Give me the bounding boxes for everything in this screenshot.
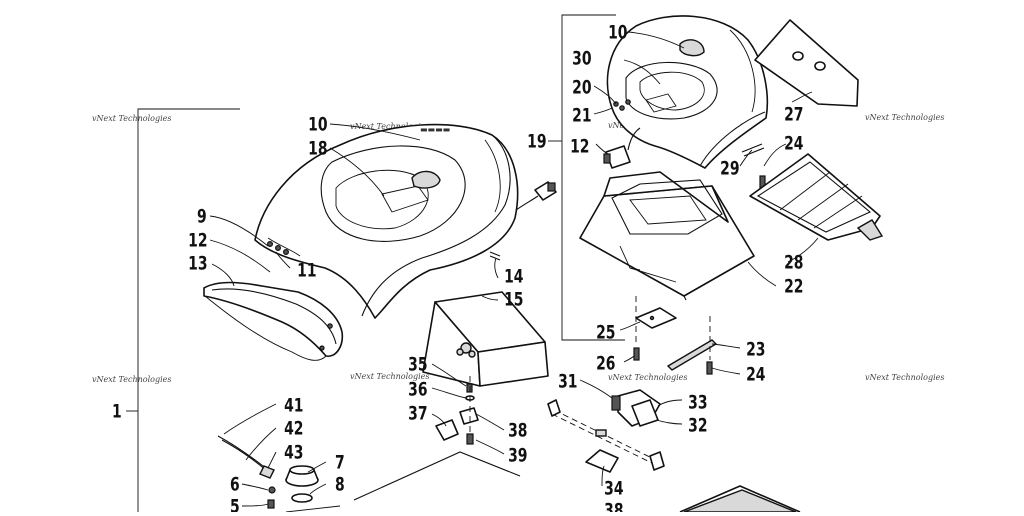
callout-28: 28 bbox=[784, 252, 803, 274]
watermark: vNext Technologies bbox=[350, 122, 429, 131]
callout-41: 41 bbox=[284, 395, 303, 417]
bracket-rear-assembly bbox=[561, 14, 625, 341]
callout-39: 39 bbox=[508, 445, 527, 467]
callout-36: 36 bbox=[408, 379, 427, 401]
watermark: vNext Technologies bbox=[865, 373, 944, 382]
plate-25 bbox=[635, 307, 677, 329]
callout-31: 31 bbox=[558, 371, 577, 393]
svg-text:▬▬▬▬: ▬▬▬▬ bbox=[420, 125, 450, 134]
bracket-main-assembly bbox=[137, 108, 240, 512]
bracket-37 bbox=[435, 419, 459, 441]
callout-37: 37 bbox=[408, 403, 427, 425]
callout-23: 23 bbox=[746, 339, 765, 361]
callout-32: 32 bbox=[688, 415, 707, 437]
fuel-cap bbox=[285, 465, 319, 503]
watermark: vNext Technologies bbox=[865, 113, 944, 122]
callout-13: 13 bbox=[188, 253, 207, 275]
pad-27 bbox=[754, 19, 859, 107]
watermark: vNext Technologies bbox=[92, 114, 171, 123]
callout-27: 27 bbox=[784, 104, 803, 126]
screw-26 bbox=[633, 296, 640, 361]
callout-21: 21 bbox=[572, 105, 591, 127]
hardware-35-39 bbox=[459, 376, 479, 445]
watermark: vNext Technologies bbox=[608, 373, 687, 382]
callout-22: 22 bbox=[784, 276, 803, 298]
callout-8: 8 bbox=[335, 474, 345, 496]
callout-35: 35 bbox=[408, 354, 427, 376]
callout-14: 14 bbox=[504, 266, 523, 288]
watermark: vNext Technologies bbox=[92, 375, 171, 384]
callout-43: 43 bbox=[284, 442, 303, 464]
leader-lines bbox=[209, 31, 819, 507]
side-trim-panel bbox=[203, 281, 344, 361]
callout-29: 29 bbox=[720, 158, 739, 180]
assembly-brackets bbox=[126, 14, 625, 512]
callout-42: 42 bbox=[284, 418, 303, 440]
rack-28 bbox=[749, 153, 884, 241]
callout-38-upper: 38 bbox=[508, 420, 527, 442]
callout-24-upper: 24 bbox=[784, 133, 803, 155]
main-seat: ▬▬▬▬ bbox=[254, 123, 519, 319]
callout-24-lower: 24 bbox=[746, 364, 765, 386]
callout-25: 25 bbox=[596, 322, 615, 344]
callout-5: 5 bbox=[230, 496, 240, 512]
callout-numbers: 1 5 6 7 8 9 10 10 11 12 12 13 14 15 18 1… bbox=[112, 22, 803, 516]
rod-29 bbox=[741, 143, 765, 157]
callout-11: 11 bbox=[297, 260, 316, 282]
callout-15: 15 bbox=[504, 289, 523, 311]
callout-19: 19 bbox=[527, 131, 546, 153]
callout-34: 34 bbox=[604, 478, 623, 500]
fuel-hose-assembly bbox=[217, 435, 276, 509]
storage-box bbox=[579, 171, 755, 301]
wire-connector-rear bbox=[603, 127, 641, 169]
hitch-assembly bbox=[547, 389, 665, 473]
callout-9: 9 bbox=[197, 206, 207, 228]
callout-6: 6 bbox=[230, 474, 240, 496]
watermark: vNext Technologies bbox=[350, 372, 429, 381]
pin-14 bbox=[489, 251, 501, 261]
callout-10-rear: 10 bbox=[608, 22, 627, 44]
callout-10-front: 10 bbox=[308, 114, 327, 136]
callout-7: 7 bbox=[335, 452, 345, 474]
callout-20: 20 bbox=[572, 77, 591, 99]
seat-foam-block bbox=[422, 291, 549, 387]
callout-30: 30 bbox=[572, 48, 591, 70]
callout-12-front: 12 bbox=[188, 230, 207, 252]
callout-18: 18 bbox=[308, 138, 327, 160]
callout-38-lower: 38 bbox=[604, 500, 623, 512]
callout-1: 1 bbox=[112, 401, 122, 423]
callout-26: 26 bbox=[596, 353, 615, 375]
tank-outline bbox=[285, 451, 801, 513]
callout-33: 33 bbox=[688, 392, 707, 414]
rear-seat bbox=[606, 15, 769, 169]
callout-12-rear: 12 bbox=[570, 136, 589, 158]
wire-connector-front bbox=[515, 181, 557, 211]
